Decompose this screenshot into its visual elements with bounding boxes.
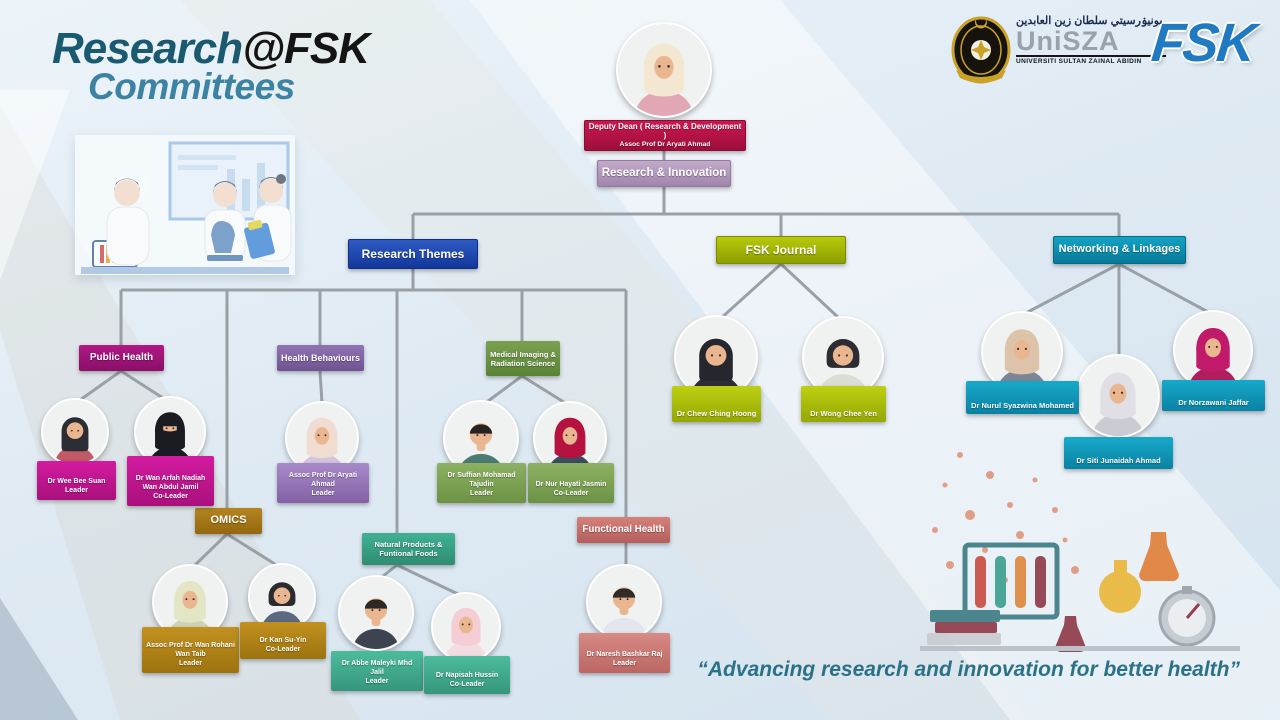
member-role: Leader xyxy=(613,660,636,668)
member-name: Dr Wong Chee Yen xyxy=(810,408,877,418)
page-title: Research@FSK Committees xyxy=(52,24,370,108)
tagline-quote: “Advancing research and innovation for b… xyxy=(697,658,1240,681)
member-role: Co-Leader xyxy=(449,681,485,689)
member-box-suffian-tajudin: Dr Suffian Mohamad Tajudin Leader xyxy=(437,463,526,503)
member-name: Dr Kan Su-Yin xyxy=(259,636,307,644)
title-rest: @FSK xyxy=(242,24,370,73)
theme-natural-products: Natural Products & Funtional Foods xyxy=(362,533,455,565)
branch-networking-linkages: Networking & Linkages xyxy=(1053,236,1186,264)
member-box-wan-arfah-nadiah: Dr Wan Arfah Nadiah Wan Abdul Jamil Co-L… xyxy=(127,456,214,506)
member-box-wee-bee-suan: Dr Wee Bee Suan Leader xyxy=(37,461,116,500)
photo-abbe-maleyki xyxy=(338,575,414,651)
member-role: Leader xyxy=(179,660,202,668)
photo-kan-su-yin xyxy=(248,563,316,631)
member-box-chew-ching-hoong: Dr Chew Ching Hoong xyxy=(672,386,761,422)
member-name: Assoc Prof Dr Wan Rohani Wan Taib xyxy=(146,641,235,658)
branch-research-themes: Research Themes xyxy=(348,239,478,269)
photo-deputy-dean xyxy=(616,22,712,118)
member-box-abbe-maleyki: Dr Abbe Maleyki Mhd Jalil Leader xyxy=(331,651,423,691)
member-name: Dr Suffian Mohamad Tajudin xyxy=(447,471,516,488)
title-accent: Research xyxy=(52,24,243,73)
member-name: Dr Nur Hayati Jasmin xyxy=(535,480,607,488)
theme-public-health: Public Health xyxy=(79,345,164,371)
theme-health-behaviours: Health Behaviours xyxy=(277,345,364,371)
photo-norzawani-jaffar xyxy=(1173,310,1253,390)
member-role: Leader xyxy=(65,487,88,495)
member-box-napisah-hussin: Dr Napisah Hussin Co-Leader xyxy=(424,656,510,694)
unisza-subtitle: UNIVERSITI SULTAN ZAINAL ABIDIN xyxy=(1016,55,1166,65)
fsk-logo: FSK xyxy=(1148,13,1258,73)
member-box-nur-hayati-jasmin: Dr Nur Hayati Jasmin Co-Leader xyxy=(528,463,614,503)
member-name: Dr Abbe Maleyki Mhd Jalil xyxy=(341,659,413,676)
theme-functional-health: Functional Health xyxy=(577,517,670,543)
member-name: Dr Siti Junaidah Ahmad xyxy=(1076,455,1161,465)
deputy-dean-title: Deputy Dean ( Research & Development ) xyxy=(588,121,742,141)
photo-napisah-hussin xyxy=(431,592,501,662)
member-name: Dr Napisah Hussin xyxy=(435,671,499,679)
member-box-nurul-syazwina: Dr Nurul Syazwina Mohamed xyxy=(966,381,1079,414)
member-name: Dr Wan Arfah Nadiah Wan Abdul Jamil xyxy=(135,474,206,491)
member-box-naresh-bashkar-raj: Dr Naresh Bashkar Raj Leader xyxy=(579,633,670,673)
photo-chew-ching-hoong xyxy=(674,315,758,399)
deputy-dean-name: Assoc Prof Dr Aryati Ahmad xyxy=(619,141,711,149)
lab-illustration xyxy=(75,135,295,275)
title-line2: Committees xyxy=(88,66,295,107)
member-role: Co-Leader xyxy=(265,646,301,654)
photo-siti-junaidah xyxy=(1076,354,1160,438)
member-name: Dr Norzawani Jaffar xyxy=(1178,397,1249,407)
member-name: Dr Naresh Bashkar Raj xyxy=(586,650,663,658)
member-name: Assoc Prof Dr Aryati Ahmad xyxy=(288,471,358,488)
member-box-norzawani-jaffar: Dr Norzawani Jaffar xyxy=(1162,380,1265,411)
member-box-kan-su-yin: Dr Kan Su-Yin Co-Leader xyxy=(240,622,326,659)
theme-omics: OMICS xyxy=(195,508,262,534)
title-line1: Research@FSK xyxy=(52,24,370,74)
unisza-wordmark: UniSZA xyxy=(1016,26,1120,56)
unisza-crest-icon xyxy=(951,16,1011,84)
member-role: Co-Leader xyxy=(153,493,188,501)
member-box-wong-chee-yen: Dr Wong Chee Yen xyxy=(801,386,886,422)
theme-medical-imaging: Medical Imaging & Radiation Science xyxy=(486,341,560,376)
photo-naresh-bashkar-raj xyxy=(586,564,662,640)
member-name: Dr Chew Ching Hoong xyxy=(676,408,757,418)
member-name: Dr Wee Bee Suan xyxy=(47,477,106,485)
member-role: Co-Leader xyxy=(553,490,589,498)
photo-wee-bee-suan xyxy=(41,398,109,466)
member-box-aryati-ahmad: Assoc Prof Dr Aryati Ahmad Leader xyxy=(277,463,369,503)
member-name: Dr Nurul Syazwina Mohamed xyxy=(971,400,1074,410)
member-box-siti-junaidah: Dr Siti Junaidah Ahmad xyxy=(1064,437,1173,469)
deputy-dean-box: Deputy Dean ( Research & Development ) A… xyxy=(584,120,746,151)
member-role: Leader xyxy=(365,678,389,686)
branch-fsk-journal: FSK Journal xyxy=(716,236,846,264)
member-role: Leader xyxy=(470,490,493,498)
unisza-arabic-text: يونيۏرسيتي سلطان زين العابدين xyxy=(1016,15,1163,27)
photo-nurul-syazwina xyxy=(981,311,1063,393)
science-illustration xyxy=(920,452,1240,653)
member-box-wan-rohani: Assoc Prof Dr Wan Rohani Wan Taib Leader xyxy=(142,627,239,673)
member-role: Leader xyxy=(311,490,335,498)
unisza-logo-text: يونيۏرسيتي سلطان زين العابدين UniSZA UNI… xyxy=(1016,16,1166,65)
division-box: Research & Innovation xyxy=(597,160,731,187)
